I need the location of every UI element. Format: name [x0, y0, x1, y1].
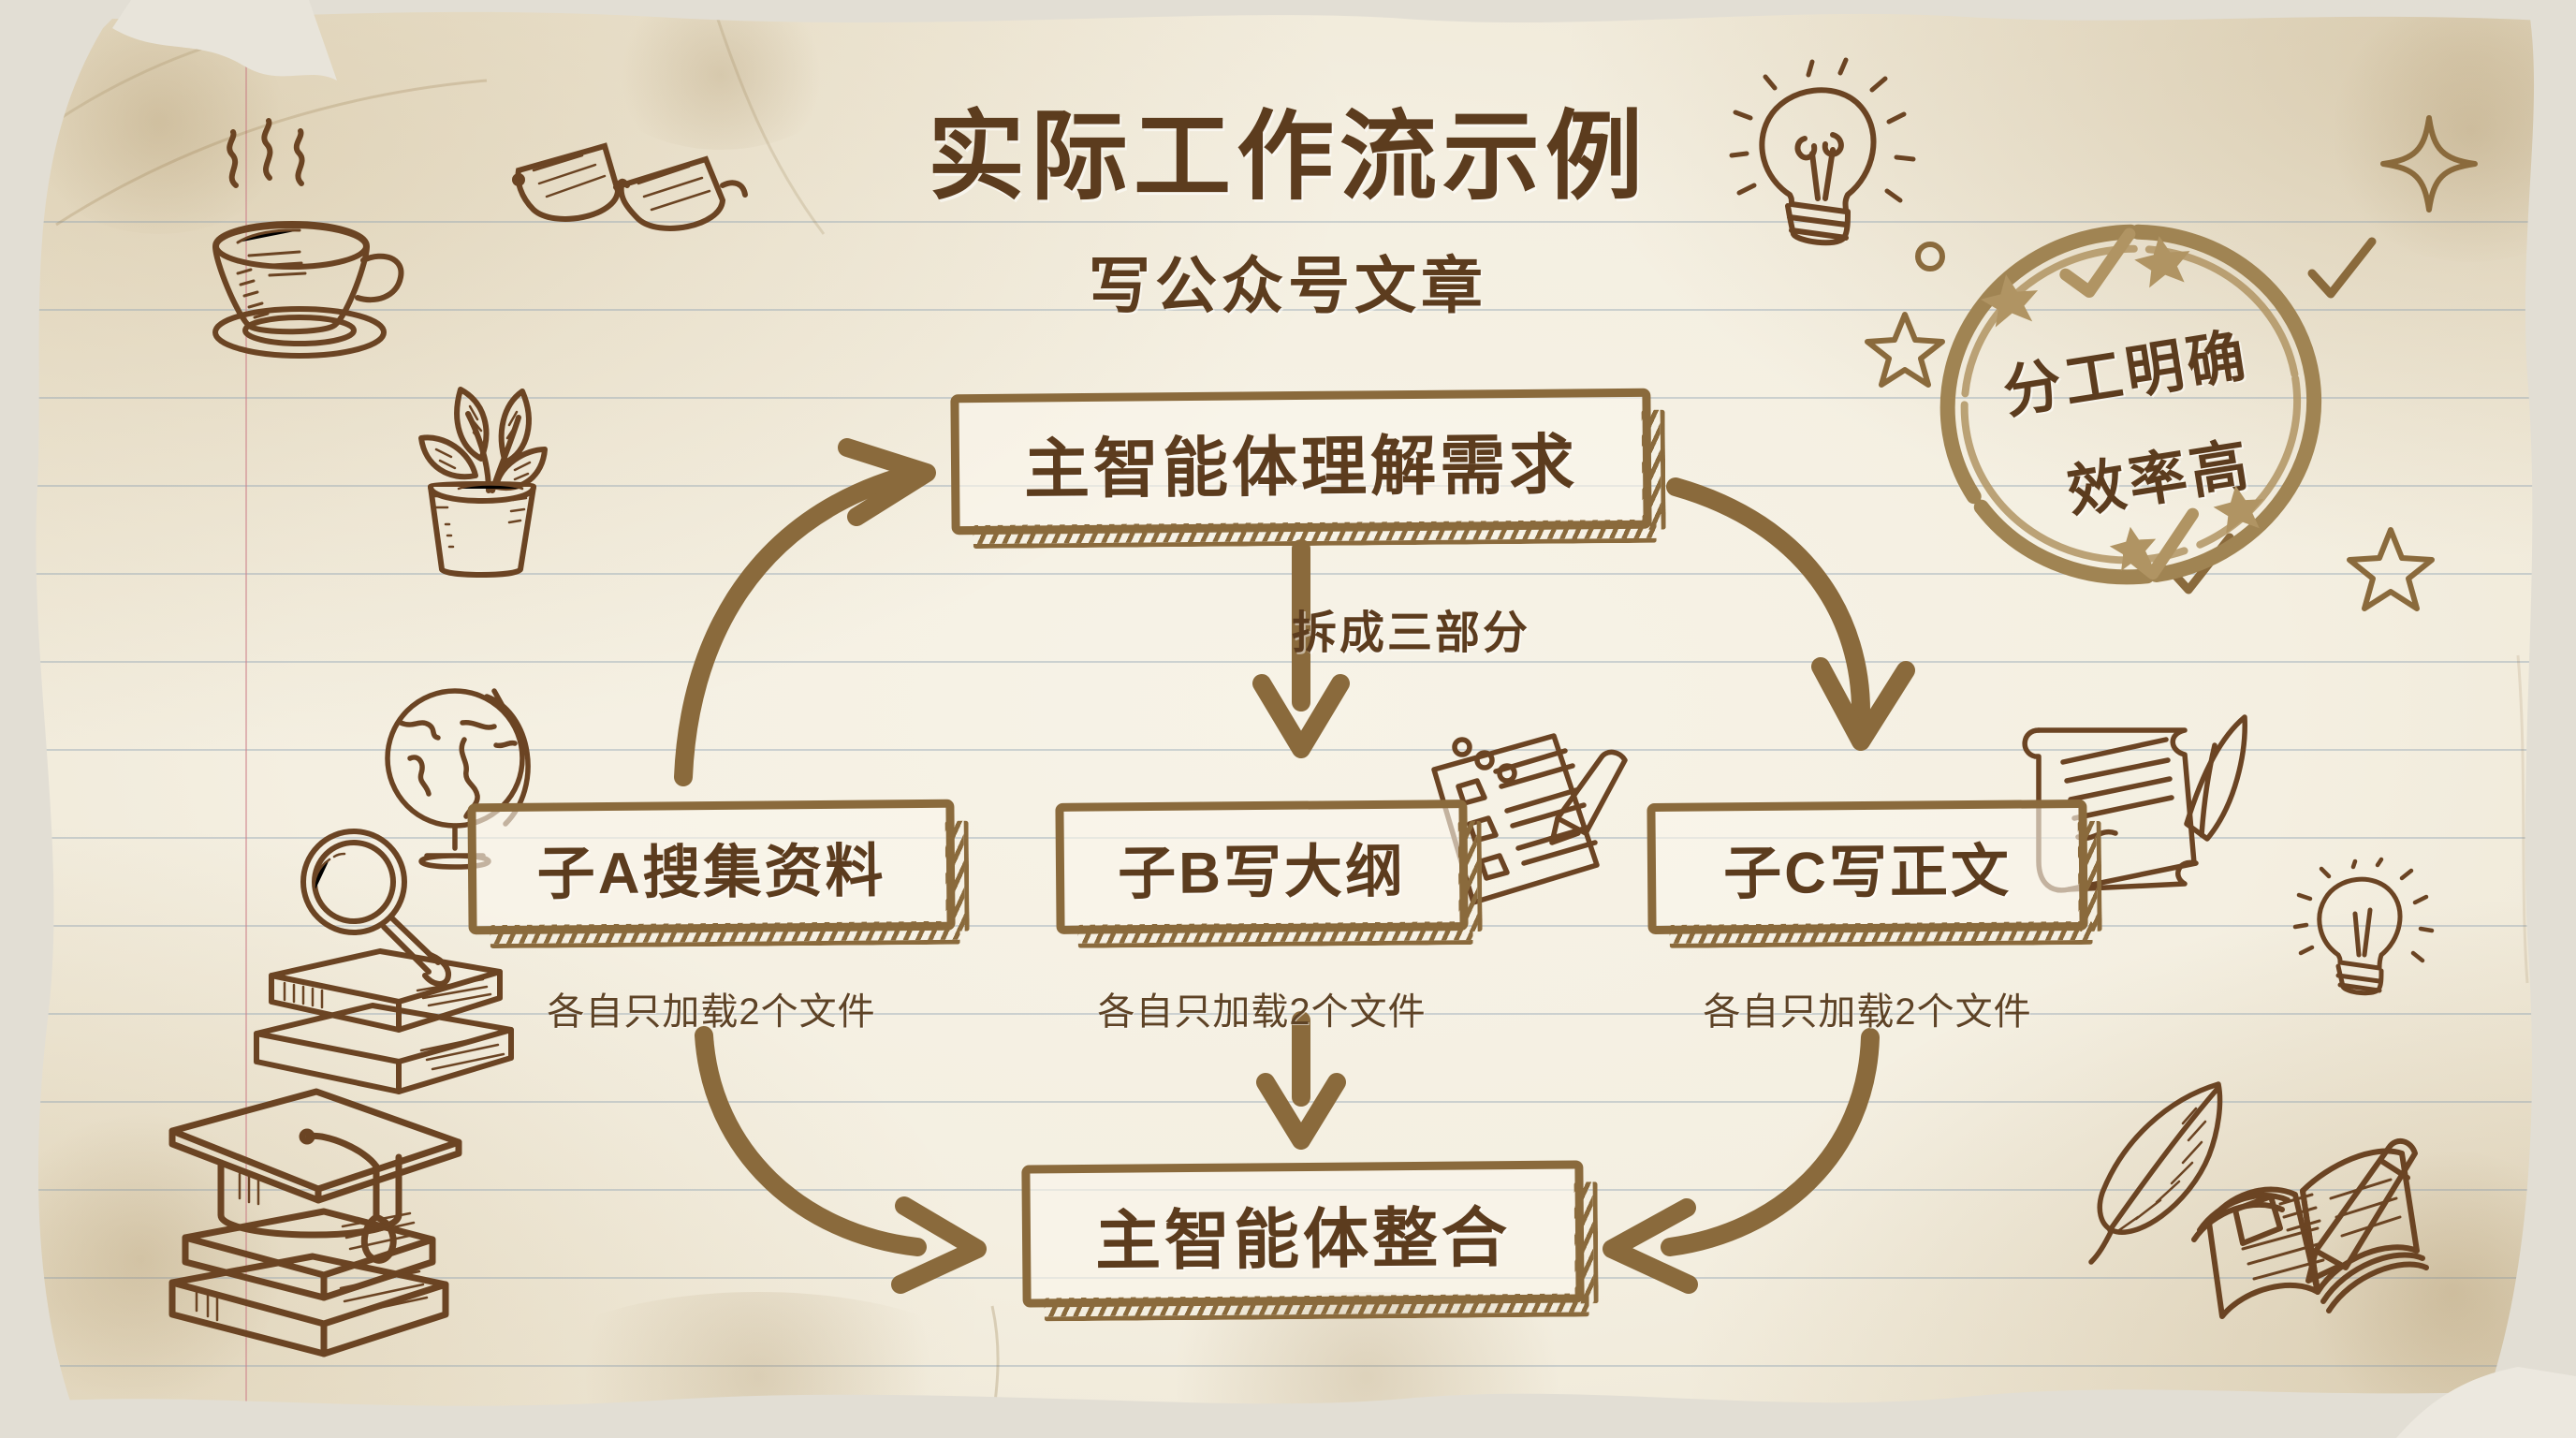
- rule-line: [0, 661, 2576, 663]
- box-shadow-bottom: [1077, 921, 1473, 948]
- rule-line: [0, 1365, 2576, 1367]
- graduation-cap-icon: [168, 1088, 462, 1357]
- open-book-icon: [2191, 1137, 2429, 1319]
- box-shadow-right: [1457, 820, 1483, 932]
- rule-line: [0, 1101, 2576, 1103]
- box-shadow-bottom: [1669, 920, 2093, 948]
- box-shadow-right: [1573, 1181, 1599, 1304]
- star-icon: [2109, 526, 2157, 571]
- rule-line: [0, 221, 2576, 223]
- caption-sub-b: 各自只加载2个文件: [1097, 991, 1427, 1033]
- check-icon: [2059, 227, 2136, 299]
- node-sub-c-label: 子C写正文: [1722, 839, 2012, 907]
- caption-sub-c: 各自只加载2个文件: [1703, 991, 2032, 1033]
- node-main-agent-label: 主智能体理解需求: [1023, 427, 1579, 506]
- paper-stain: [2303, 1152, 2576, 1432]
- approval-stamp: 分工明确 效率高: [1903, 192, 2359, 624]
- node-sub-a-label: 子A搜集资料: [536, 839, 886, 907]
- split-label: 拆成三部分: [1292, 607, 1531, 659]
- node-sub-c[interactable]: 子C写正文: [1647, 799, 2102, 948]
- box-shadow-right: [944, 820, 970, 932]
- feather-quill-icon: [2088, 1081, 2223, 1265]
- margin-line: [245, 0, 247, 1438]
- rule-line: [0, 573, 2576, 575]
- box-shadow-right: [1641, 409, 1666, 530]
- node-merge[interactable]: 主智能体整合: [1021, 1160, 1599, 1322]
- star-icon: [1980, 274, 2039, 328]
- box-shadow-bottom: [1044, 1293, 1589, 1322]
- node-main-agent[interactable]: 主智能体理解需求: [950, 388, 1666, 550]
- rule-line: [0, 1013, 2576, 1015]
- node-merge-label: 主智能体整合: [1094, 1200, 1512, 1278]
- rule-line: [0, 749, 2576, 751]
- page-title: 实际工作流示例: [927, 99, 1648, 213]
- rule-line: [0, 309, 2576, 311]
- potted-plant-icon: [418, 387, 548, 578]
- node-sub-a[interactable]: 子A搜集资料: [467, 799, 970, 949]
- paper-stain: [0, 1105, 281, 1414]
- box-shadow-bottom: [973, 519, 1657, 550]
- star-icon: [2134, 236, 2190, 288]
- stamp-text: 分工明确 效率高: [1920, 295, 2348, 549]
- page-subtitle: 写公众号文章: [1089, 250, 1487, 322]
- node-sub-b-label: 子B写大纲: [1117, 839, 1407, 907]
- box-shadow-right: [2077, 820, 2102, 932]
- caption-sub-a: 各自只加载2个文件: [547, 991, 876, 1033]
- lightbulb-icon: [2292, 857, 2435, 996]
- node-sub-b[interactable]: 子B写大纲: [1055, 800, 1483, 948]
- box-shadow-bottom: [490, 920, 960, 949]
- star-icon: [2347, 527, 2435, 611]
